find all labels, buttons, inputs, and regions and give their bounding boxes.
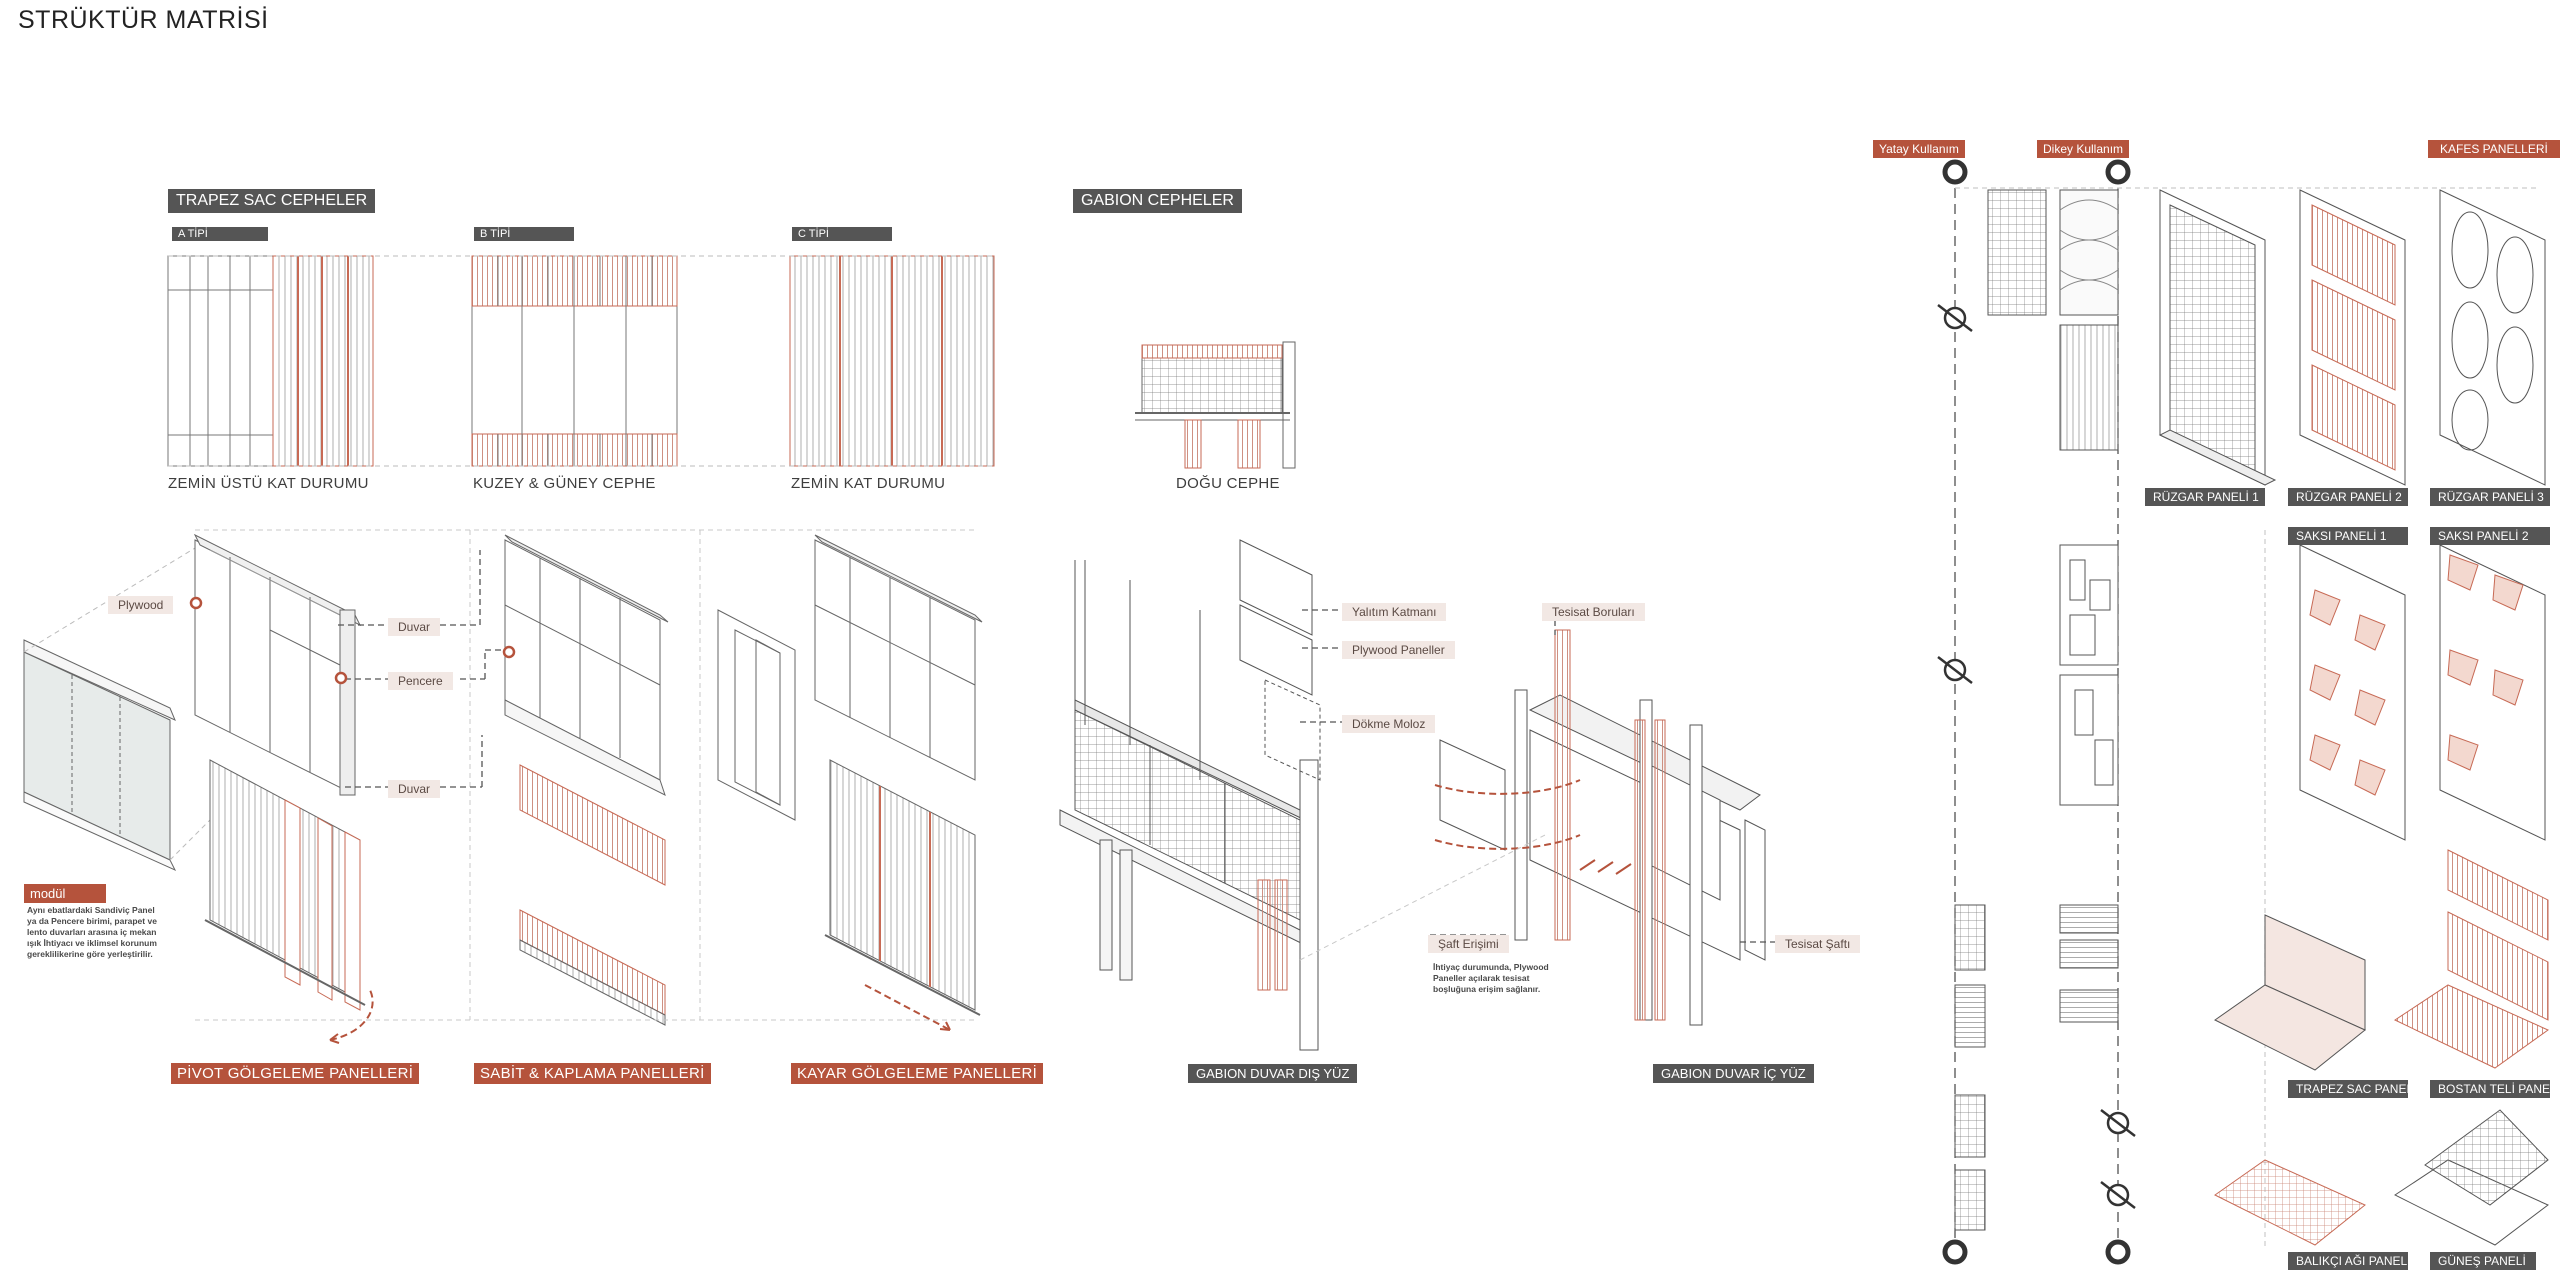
iso-window-unit-3 (814, 534, 983, 781)
matrix-na-symbols (1937, 304, 2136, 1209)
gabion-exploded-layers (1239, 539, 1321, 781)
header-dikey: Dikey Kullanım (2037, 140, 2130, 158)
caption-dogu: DOĞU CEPHE (1176, 475, 1280, 492)
callout-duvar-1: Duvar (388, 618, 441, 636)
callout-duvar-2: Duvar (388, 780, 441, 798)
label-ruzgar-3: RÜZGAR PANELİ 3 (2430, 488, 2550, 506)
gunes-panel (2394, 1109, 2549, 1246)
caption-kuzey-guney: KUZEY & GÜNEY CEPHE (473, 475, 656, 492)
label-ruzgar-1: RÜZGAR PANELİ 1 (2145, 488, 2265, 506)
label-kayar-panels: KAYAR GÖLGELEME PANELLERİ (791, 1063, 1044, 1084)
caption-zemin-ustu: ZEMİN ÜSTÜ KAT DURUMU (168, 475, 369, 492)
bostan-teli-panel (2393, 849, 2549, 1069)
iso-door-unit (717, 609, 796, 821)
page-title: STRÜKTÜR MATRİSİ (18, 6, 269, 34)
header-kafes: KAFES PANELLERİ (2428, 140, 2560, 158)
section-title-trapez: TRAPEZ SAC CEPHELER (168, 189, 376, 213)
gabion-ic-yuz (1439, 629, 1766, 1026)
callout-dokme-moloz: Dökme Moloz (1342, 715, 1436, 733)
iso-kayar-panels (824, 759, 981, 1016)
label-gabion-ic: GABION DUVAR İÇ YÜZ (1653, 1064, 1814, 1083)
label-saksi-2: SAKSI PANELİ 2 (2430, 527, 2550, 545)
ruzgar-panel-1 (2158, 189, 2277, 486)
label-balikci-agi: BALIKÇI AĞI PANEL (2288, 1252, 2408, 1270)
label-gabion-dis: GABION DUVAR DIŞ YÜZ (1188, 1064, 1358, 1083)
caption-zemin-kat: ZEMİN KAT DURUMU (791, 475, 946, 492)
elevation-b-tipi (471, 255, 678, 467)
callout-plywood-paneller: Plywood Paneller (1342, 641, 1455, 659)
label-bostan-teli: BOSTAN TELİ PANELİ (2430, 1080, 2560, 1098)
trapez-sac-panel (2214, 914, 2366, 1071)
callout-plywood: Plywood (108, 596, 174, 614)
callout-pencere: Pencere (388, 672, 453, 690)
modul-note: Aynı ebatlardaki Sandiviç Panel ya da Pe… (27, 905, 157, 959)
elevation-c-tipi (789, 255, 995, 467)
matrix-endpoints (1942, 159, 2131, 1265)
callout-yalitim: Yalıtım Katmanı (1342, 603, 1447, 621)
section-title-gabion: GABION CEPHELER (1073, 189, 1242, 213)
saft-note: İhtiyaç durumunda, Plywood Paneller açıl… (1433, 962, 1549, 994)
ruzgar-panel-3 (2439, 189, 2546, 486)
callout-tesisat-borulari: Tesisat Boruları (1542, 603, 1645, 621)
type-label-c: C TİPİ (792, 227, 892, 241)
iso-sabit-panels (519, 764, 666, 1026)
matrix-swatches (1954, 189, 2119, 1231)
label-trapez-sac: TRAPEZ SAC PANEL (2288, 1080, 2413, 1098)
label-gunes: GÜNEŞ PANELİ (2430, 1252, 2536, 1270)
type-label-b: B TİPİ (474, 227, 574, 241)
header-yatay: Yatay Kullanım (1873, 140, 1965, 158)
ruzgar-panel-2 (2299, 189, 2406, 486)
iso-window-unit-1 (193, 533, 362, 796)
modul-label: modül (24, 884, 106, 903)
iso-window-unit-2 (504, 534, 669, 796)
label-sabit-panels: SABİT & KAPLAMA PANELLERİ (474, 1063, 711, 1084)
label-pivot-panels: PİVOT GÖLGELEME PANELLERİ (171, 1063, 420, 1084)
label-saksi-1: SAKSI PANELİ 1 (2288, 527, 2408, 545)
elevation-dogu (1135, 341, 1296, 469)
balikci-agi-panel (2214, 1159, 2366, 1246)
saksi-panel-2 (2439, 544, 2546, 841)
modul-wall (23, 639, 177, 872)
iso-pivot-panels (204, 759, 366, 1011)
elevation-a-tipi (167, 255, 374, 467)
saksi-panel-1 (2299, 544, 2406, 841)
label-ruzgar-2: RÜZGAR PANELİ 2 (2288, 488, 2408, 506)
callout-tesisat-safti: Tesisat Şaftı (1775, 935, 1861, 953)
gabion-dis-yuz (1059, 560, 1319, 1051)
callout-saft-erisimi: Şaft Erişimi (1428, 935, 1509, 953)
type-label-a: A TİPİ (172, 227, 268, 241)
